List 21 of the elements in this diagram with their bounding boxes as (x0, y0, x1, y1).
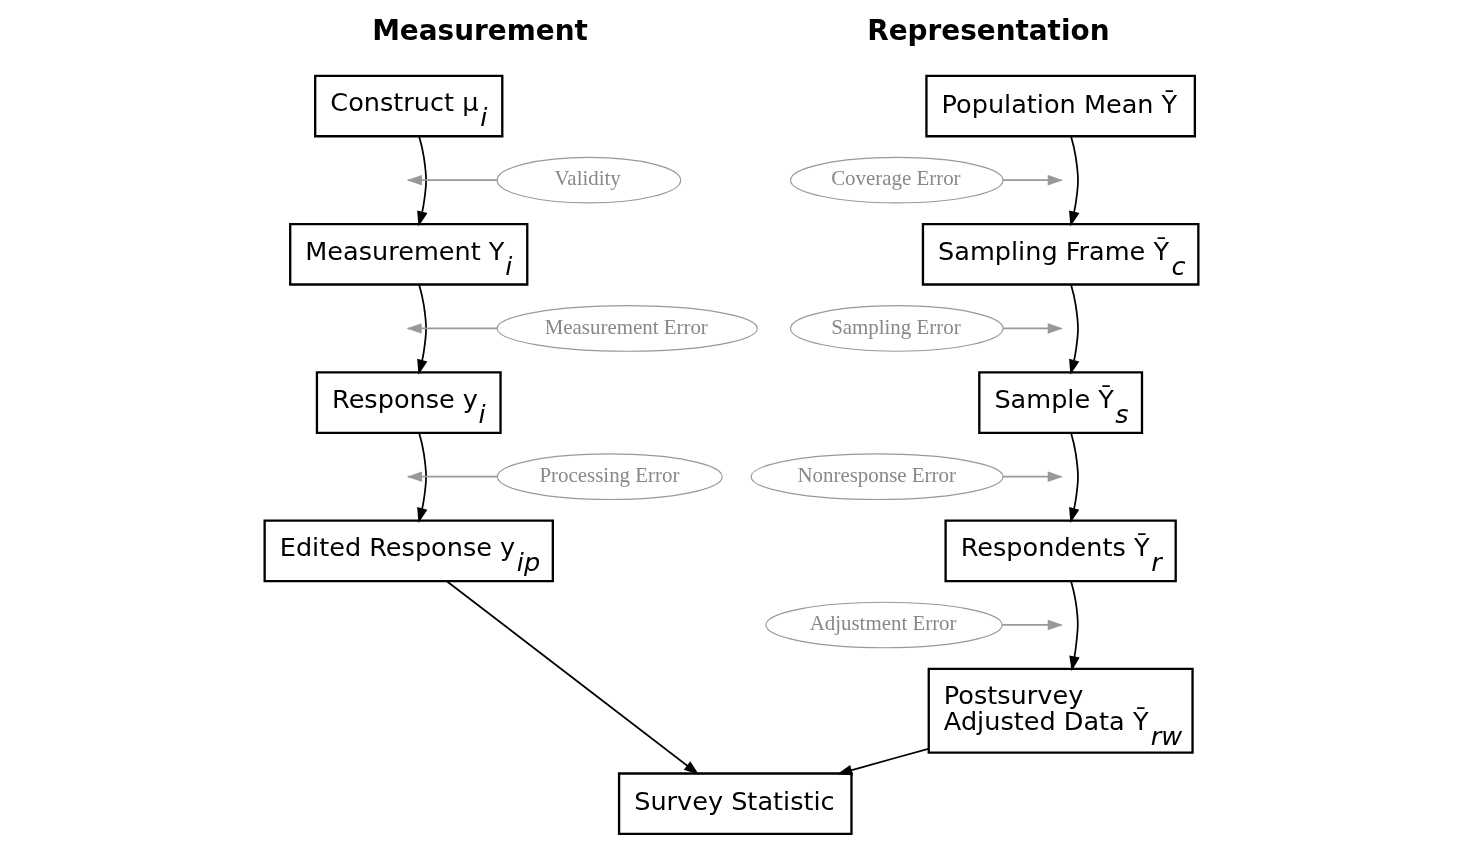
node-ellipse: Nonresponse Error (750, 453, 1004, 501)
arrow (416, 135, 427, 227)
arrow (1068, 432, 1079, 523)
node-ellipse: Validity (496, 156, 681, 204)
node-ellipse: Sampling Error (789, 305, 1004, 352)
arrow (1068, 135, 1079, 227)
arrow (416, 283, 427, 375)
node-ellipse: Adjustment Error (764, 601, 1003, 649)
node-ellipse: Measurement Error (496, 305, 758, 352)
label: Measurement (371, 14, 588, 48)
node-ellipse: Coverage Error (789, 156, 1004, 204)
arrow (445, 580, 699, 775)
arrow (416, 432, 427, 523)
arrow (1001, 619, 1063, 631)
node-ellipse: Processing Error (496, 453, 723, 501)
label: Representation (866, 14, 1109, 48)
arrow (836, 747, 929, 776)
node-box: Population Mean Ȳ (924, 74, 1196, 138)
node-box: Survey Statistic (617, 772, 853, 836)
arrow (1068, 580, 1080, 672)
arrow (1068, 283, 1079, 375)
